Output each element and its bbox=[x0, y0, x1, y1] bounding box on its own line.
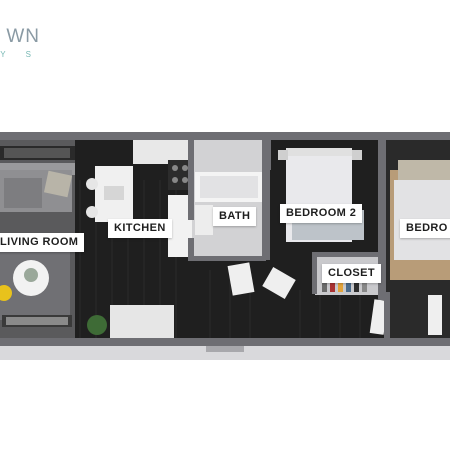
nightstand-2a bbox=[278, 150, 288, 160]
bed-2-headboard bbox=[286, 148, 352, 156]
closet-clothes bbox=[322, 282, 367, 292]
bar-stool-2 bbox=[86, 206, 98, 218]
bar-stool-1 bbox=[86, 178, 98, 190]
vanity bbox=[195, 205, 213, 235]
brand-logo-subtext: Y S bbox=[0, 50, 40, 59]
entry-threshold bbox=[206, 346, 244, 352]
room-label-bedroom-2: BEDROOM 2 bbox=[280, 204, 363, 223]
room-label-living-room: LIVING ROOM bbox=[0, 233, 85, 252]
kitchen-sink bbox=[104, 186, 124, 200]
burner-1 bbox=[172, 165, 178, 171]
bedroom-2-door bbox=[262, 266, 296, 300]
nightstand-2b bbox=[352, 150, 362, 160]
bedroom-door bbox=[428, 295, 442, 335]
sofa-cushion bbox=[43, 170, 73, 198]
tv-wall-art-inner bbox=[4, 148, 70, 158]
bathtub-inner bbox=[200, 176, 258, 198]
room-label-closet: CLOSET bbox=[322, 264, 382, 283]
console-top bbox=[6, 317, 68, 325]
brand-logo-text: WN bbox=[6, 26, 40, 46]
bath-door-panel bbox=[227, 262, 255, 296]
room-label-bedroom: BEDRO bbox=[400, 219, 450, 238]
dining-table bbox=[110, 305, 174, 339]
dining-plant bbox=[87, 315, 107, 335]
closet-door bbox=[369, 299, 389, 335]
burner-3 bbox=[172, 177, 178, 183]
sofa-cushion-2 bbox=[4, 178, 42, 208]
bed-pillows bbox=[398, 160, 450, 182]
plant-on-table bbox=[24, 268, 38, 282]
burner-4 bbox=[182, 177, 188, 183]
yellow-pouf bbox=[0, 285, 12, 301]
burner-2 bbox=[182, 165, 188, 171]
room-label-bath: BATH bbox=[213, 207, 257, 226]
room-label-kitchen: KITCHEN bbox=[108, 219, 172, 238]
walls bbox=[0, 132, 450, 346]
